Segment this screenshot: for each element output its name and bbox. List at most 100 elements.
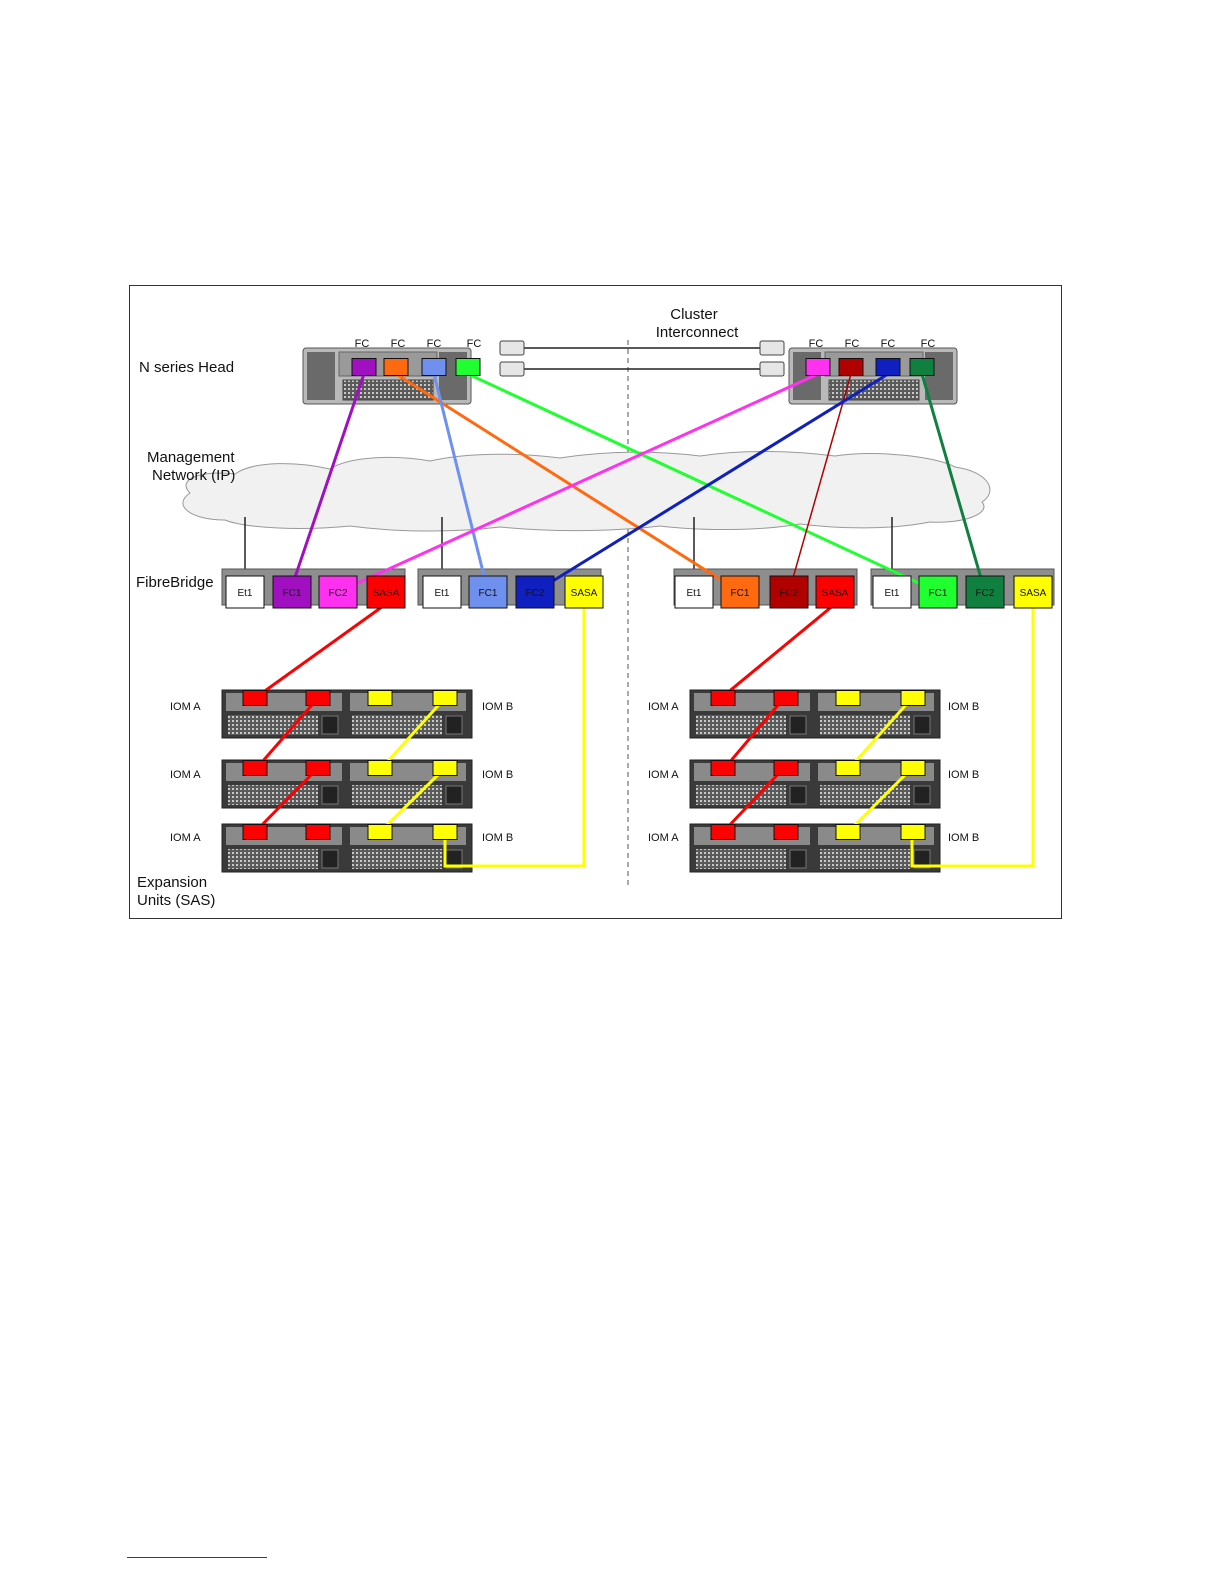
shelf-iom-a-port xyxy=(306,761,330,776)
shelf-iom-a-port xyxy=(306,825,330,840)
iom-b-label-left-3: IOM B xyxy=(482,832,513,844)
psu-fan-b xyxy=(820,715,910,735)
iom-b-label-left-1: IOM B xyxy=(482,701,513,713)
bridge-2-port-label-3: FC2 xyxy=(526,588,545,599)
shelf-iom-b-port xyxy=(836,691,860,706)
shelf-iom-a-port xyxy=(711,691,735,706)
bridge-1-port-label-2: FC1 xyxy=(283,588,302,599)
bridge-4-port-label-3: FC2 xyxy=(976,588,995,599)
shelf-iom-b-port-box xyxy=(368,825,392,840)
footnote-separator xyxy=(127,1557,267,1558)
head-right-fc-label-3: FC xyxy=(881,338,896,350)
head-left-fc-port-1 xyxy=(352,359,376,376)
iom-a-label-right-2: IOM A xyxy=(648,769,679,781)
head-left-fc-port-3 xyxy=(422,359,446,376)
head-left-fc-label-1: FC xyxy=(355,338,370,350)
power-switch xyxy=(446,716,462,734)
bridge-2-port-label-1: Et1 xyxy=(434,588,449,599)
power-switch xyxy=(790,850,806,868)
iom-b-label-left-2: IOM B xyxy=(482,769,513,781)
psu-fan-a xyxy=(228,849,318,869)
head-right-fc-port-4 xyxy=(910,359,934,376)
iom-a-label-left-1: IOM A xyxy=(170,701,201,713)
shelf-iom-b-port-box xyxy=(901,691,925,706)
power-switch xyxy=(790,716,806,734)
bridge-4-port-label-4: SASA xyxy=(1020,588,1047,599)
iom-a-label-left-3: IOM A xyxy=(170,832,201,844)
head-left-fc-port-1-box xyxy=(352,359,376,376)
shelf-iom-b-port xyxy=(433,691,457,706)
interconnect-connector xyxy=(500,341,524,355)
shelf-iom-a-port-box xyxy=(711,691,735,706)
power-switch xyxy=(322,850,338,868)
head-right-fc-port-2 xyxy=(839,359,863,376)
head-right-fc-label-1: FC xyxy=(809,338,824,350)
bridge-2-port-label-4: SASA xyxy=(571,588,598,599)
shelf-iom-b-port xyxy=(433,761,457,776)
shelf-iom-b-port xyxy=(901,825,925,840)
shelf-iom-a-port-box xyxy=(306,691,330,706)
head-right-fc-label-2: FC xyxy=(845,338,860,350)
power-switch xyxy=(322,786,338,804)
shelf-iom-b-port-box xyxy=(901,825,925,840)
iom-a-label-right-1: IOM A xyxy=(648,701,679,713)
shelf-iom-a-port-box xyxy=(306,761,330,776)
iom-b-label-right-2: IOM B xyxy=(948,769,979,781)
bridge-3-port-label-4: SASA xyxy=(822,588,849,599)
management-network-cloud xyxy=(183,451,990,531)
head-right-fc-port-2-box xyxy=(839,359,863,376)
shelf-iom-b-port-box xyxy=(836,761,860,776)
shelf-iom-b-port-box xyxy=(433,825,457,840)
head-left-fc-label-3: FC xyxy=(427,338,442,350)
head-right-fc-label-4: FC xyxy=(921,338,936,350)
n-series-head-label: N series Head xyxy=(139,359,234,376)
shelf-iom-a-port-box xyxy=(243,761,267,776)
fibrebridge-label: FibreBridge xyxy=(136,574,214,591)
iom-b-label-right-1: IOM B xyxy=(948,701,979,713)
power-switch xyxy=(446,786,462,804)
shelf-iom-a-port-box xyxy=(306,825,330,840)
power-switch xyxy=(322,716,338,734)
shelf-iom-a-port-box xyxy=(243,691,267,706)
power-switch xyxy=(914,786,930,804)
shelf-iom-a-port-box xyxy=(774,691,798,706)
shelf-iom-b-port-box xyxy=(836,825,860,840)
psu-fan-b xyxy=(820,849,910,869)
psu-fan-a xyxy=(228,785,318,805)
expansion-units-label-line2: Units (SAS) xyxy=(137,892,215,909)
shelf-iom-b-port xyxy=(836,825,860,840)
bridge-3-port-label-1: Et1 xyxy=(686,588,701,599)
shelf-iom-b-port xyxy=(901,691,925,706)
shelf-iom-a-port xyxy=(306,691,330,706)
management-network-label-line1: Management xyxy=(147,449,235,466)
shelf-iom-b-port-box xyxy=(836,691,860,706)
cluster-interconnect-label-line1: Cluster xyxy=(670,306,718,323)
shelf-iom-a-port-box xyxy=(711,825,735,840)
shelf-iom-b-port-box xyxy=(901,761,925,776)
shelf-iom-a-port-box xyxy=(243,825,267,840)
shelf-iom-b-port xyxy=(836,761,860,776)
head-left-fc-label-2: FC xyxy=(391,338,406,350)
psu-fan-b xyxy=(352,785,442,805)
shelf-iom-a-port xyxy=(711,825,735,840)
shelf-iom-b-port-box xyxy=(368,761,392,776)
bridge-3-port-label-3: FC2 xyxy=(780,588,799,599)
shelf-iom-b-port xyxy=(368,761,392,776)
shelf-iom-b-port-box xyxy=(368,691,392,706)
interconnect-connector xyxy=(760,341,784,355)
power-switch xyxy=(914,716,930,734)
bridge-1-port-label-3: FC2 xyxy=(329,588,348,599)
iom-b-label-right-3: IOM B xyxy=(948,832,979,844)
head-left-fc-port-3-box xyxy=(422,359,446,376)
bridge-4-port-label-1: Et1 xyxy=(884,588,899,599)
head-left-fc-label-4: FC xyxy=(467,338,482,350)
head-right-fc-port-3 xyxy=(876,359,900,376)
bridge-1-port-label-4: SASA xyxy=(373,588,400,599)
shelf-iom-b-port xyxy=(368,691,392,706)
head-left-fc-port-2-box xyxy=(384,359,408,376)
psu-fan-a xyxy=(696,849,786,869)
shelf-iom-a-port xyxy=(774,761,798,776)
shelf-iom-a-port xyxy=(243,691,267,706)
shelf-iom-a-port xyxy=(774,691,798,706)
bridge-2-port-label-2: FC1 xyxy=(479,588,498,599)
